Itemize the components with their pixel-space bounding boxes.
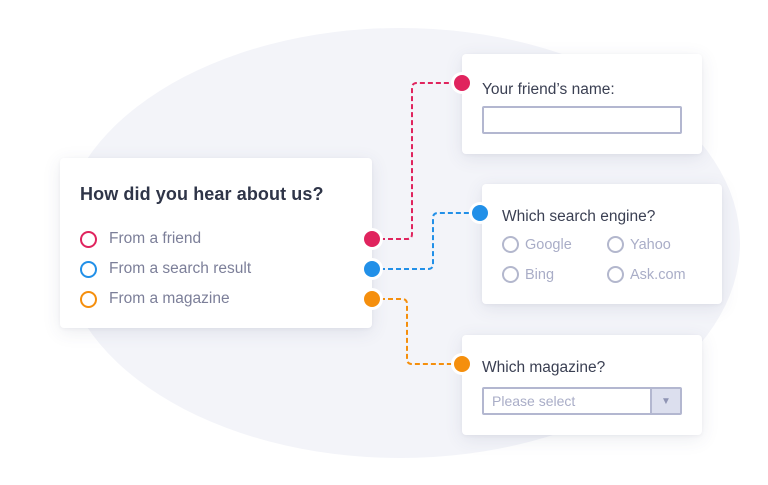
question-title: How did you hear about us? [80,184,324,204]
option-label: From a magazine [109,290,230,307]
option-search-result[interactable]: From a search result [80,260,251,278]
radio-circle-icon[interactable] [502,266,519,283]
friend-name-card: Your friend’s name: [462,54,702,154]
friend-card-dot [454,75,470,91]
magazine-label: Which magazine? [482,359,606,376]
radio-circle-icon[interactable] [80,230,97,248]
radio-circle-icon[interactable] [607,266,624,283]
search-engine-label: Which search engine? [502,208,656,225]
search-card-dot [472,205,488,221]
search-connector-dot [364,261,380,277]
radio-google[interactable]: Google [502,236,572,253]
radio-label: Yahoo [630,236,671,253]
radio-label: Google [525,236,572,253]
radio-label: Bing [525,266,555,283]
option-friend[interactable]: From a friend [80,230,201,248]
magazine-select[interactable]: Please select ▼ [482,387,682,415]
radio-circle-icon[interactable] [607,236,624,253]
option-magazine[interactable]: From a magazine [80,290,230,308]
search-engine-card: Which search engine? Google Yahoo Bing A… [482,184,722,304]
radio-circle-icon[interactable] [80,290,97,308]
magazine-connector-dot [364,291,380,307]
friend-name-input[interactable] [482,106,682,134]
radio-ask[interactable]: Ask.com [607,266,686,283]
question-card: How did you hear about us? From a friend… [60,158,372,328]
option-label: From a friend [109,230,202,247]
friend-name-label: Your friend’s name: [482,81,615,98]
radio-bing[interactable]: Bing [502,266,554,283]
radio-circle-icon[interactable] [502,236,519,253]
radio-label: Ask.com [630,266,686,283]
friend-connector-dot [364,231,380,247]
magazine-card-dot [454,356,470,372]
friend-connector [380,82,462,240]
radio-circle-icon[interactable] [80,260,97,278]
chevron-down-icon[interactable]: ▼ [650,389,680,413]
magazine-connector [380,298,462,365]
option-label: From a search result [109,260,252,277]
select-placeholder: Please select [492,393,576,409]
magazine-card: Which magazine? Please select ▼ [462,335,702,435]
search-connector [380,212,478,270]
radio-yahoo[interactable]: Yahoo [607,236,671,253]
